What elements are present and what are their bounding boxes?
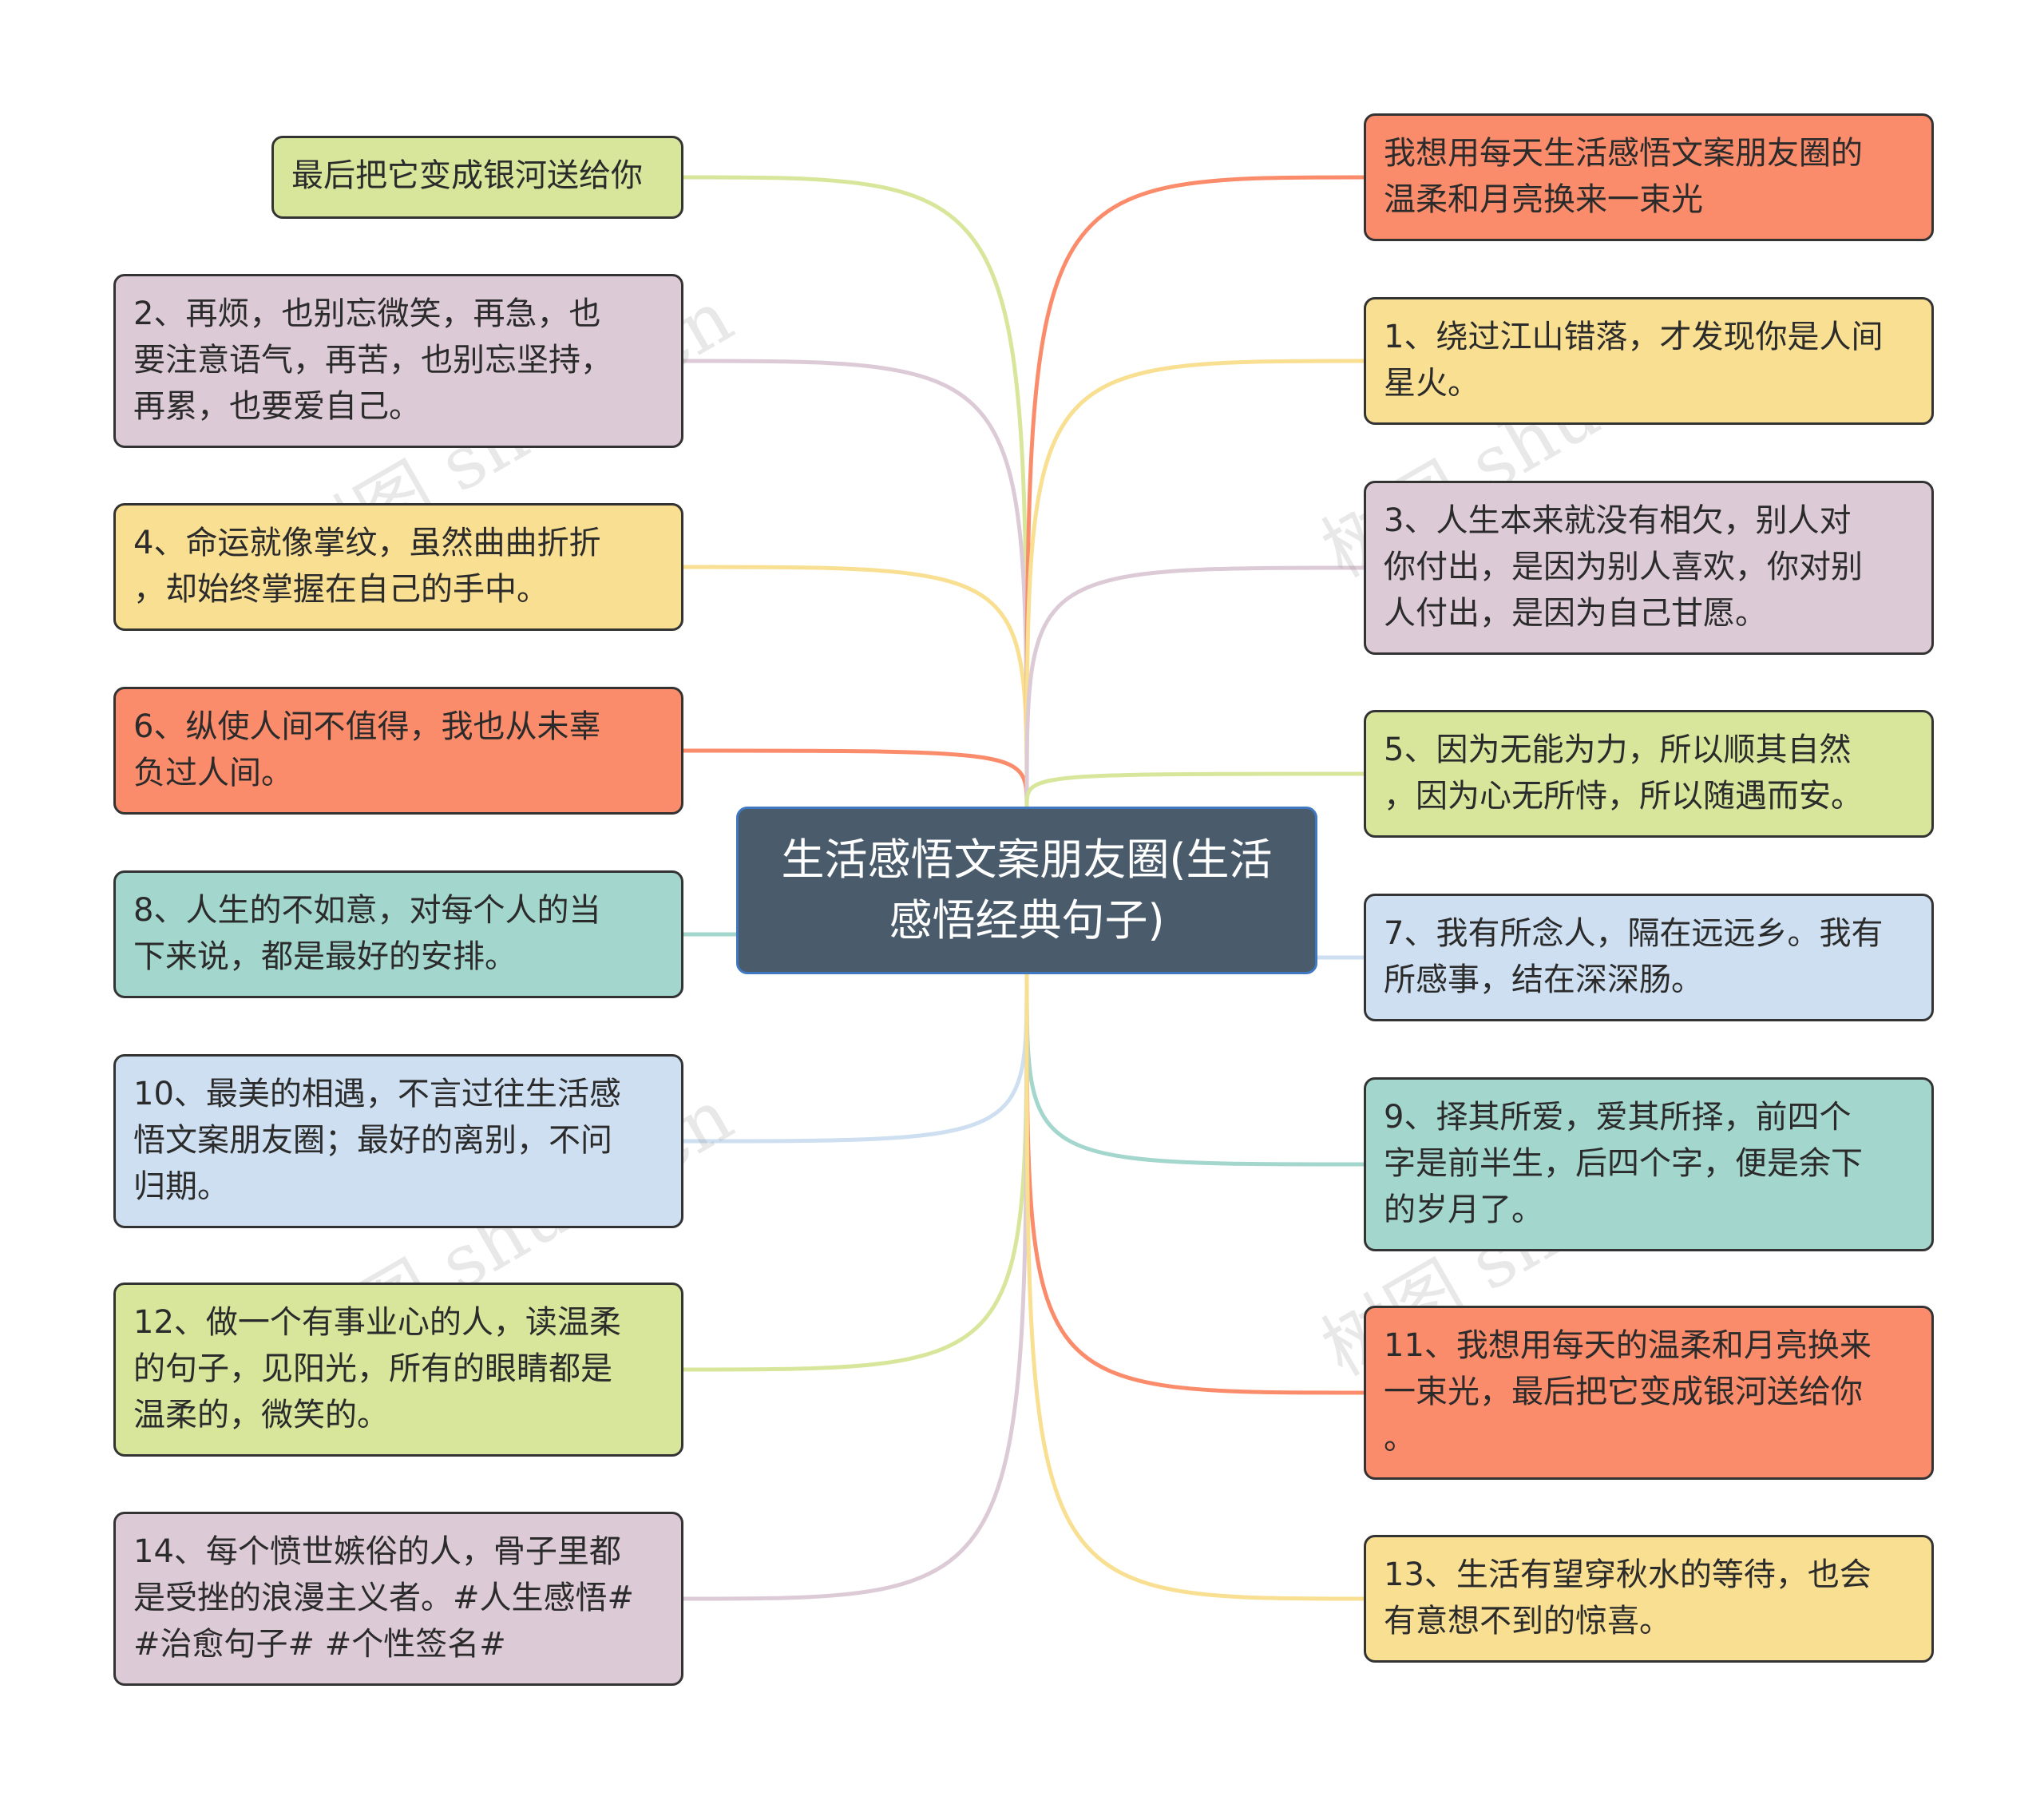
left-node-2[interactable]: 4、命运就像掌纹，虽然曲曲折折 ，却始终掌握在自己的手中。 [113,503,683,631]
right-node-3[interactable]: 5、因为无能为力，所以顺其自然 ，因为心无所恃，所以随遇而安。 [1364,710,1934,838]
connector-left-1 [683,359,1029,807]
connector-left-7 [683,973,1029,1601]
connector-right-3 [1024,771,1365,807]
right-node-0[interactable]: 我想用每天生活感悟文案朋友圈的 温柔和月亮换来一束光 [1364,113,1934,241]
right-node-2[interactable]: 3、人生本来就没有相欠，别人对 你付出，是因为别人喜欢，你对别 人付出，是因为自… [1364,481,1934,655]
connector-right-6 [1024,973,1365,1395]
connector-right-0 [1024,175,1365,807]
right-node-6[interactable]: 11、我想用每天的温柔和月亮换来 一束光，最后把它变成银河送给你 。 [1364,1306,1934,1480]
left-node-5[interactable]: 10、最美的相遇，不言过往生活感 悟文案朋友圈；最好的离别，不问 归期。 [113,1054,683,1228]
connector-right-2 [1024,565,1365,807]
central-topic[interactable]: 生活感悟文案朋友圈(生活 感悟经典句子) [736,807,1317,974]
right-node-1[interactable]: 1、绕过江山错落，才发现你是人间 星火。 [1364,297,1934,425]
connector-left-5 [683,973,1029,1144]
connector-left-6 [683,973,1029,1372]
left-node-4[interactable]: 8、人生的不如意，对每个人的当 下来说，都是最好的安排。 [113,870,683,998]
left-node-6[interactable]: 12、做一个有事业心的人，读温柔 的句子，见阳光，所有的眼睛都是 温柔的，微笑的… [113,1283,683,1457]
right-node-5[interactable]: 9、择其所爱，爱其所择，前四个 字是前半生，后四个字，便是余下 的岁月了。 [1364,1077,1934,1251]
connector-right-1 [1024,359,1365,807]
right-node-4[interactable]: 7、我有所念人，隔在远远乡。我有 所感事，结在深深肠。 [1364,894,1934,1021]
right-node-7[interactable]: 13、生活有望穿秋水的等待，也会 有意想不到的惊喜。 [1364,1535,1934,1663]
left-node-0[interactable]: 最后把它变成银河送给你 [271,136,683,219]
left-node-1[interactable]: 2、再烦，也别忘微笑，再急，也 要注意语气，再苦，也别忘坚持， 再累，也要爱自己… [113,274,683,448]
connector-right-7 [1024,973,1365,1601]
connector-left-3 [683,748,1029,807]
left-node-7[interactable]: 14、每个愤世嫉俗的人，骨子里都 是受挫的浪漫主义者。#人生感悟# #治愈句子#… [113,1512,683,1686]
connector-right-5 [1024,973,1365,1167]
left-node-3[interactable]: 6、纵使人间不值得，我也从未辜 负过人间。 [113,687,683,815]
connector-left-2 [683,565,1029,807]
connector-left-0 [683,175,1029,807]
